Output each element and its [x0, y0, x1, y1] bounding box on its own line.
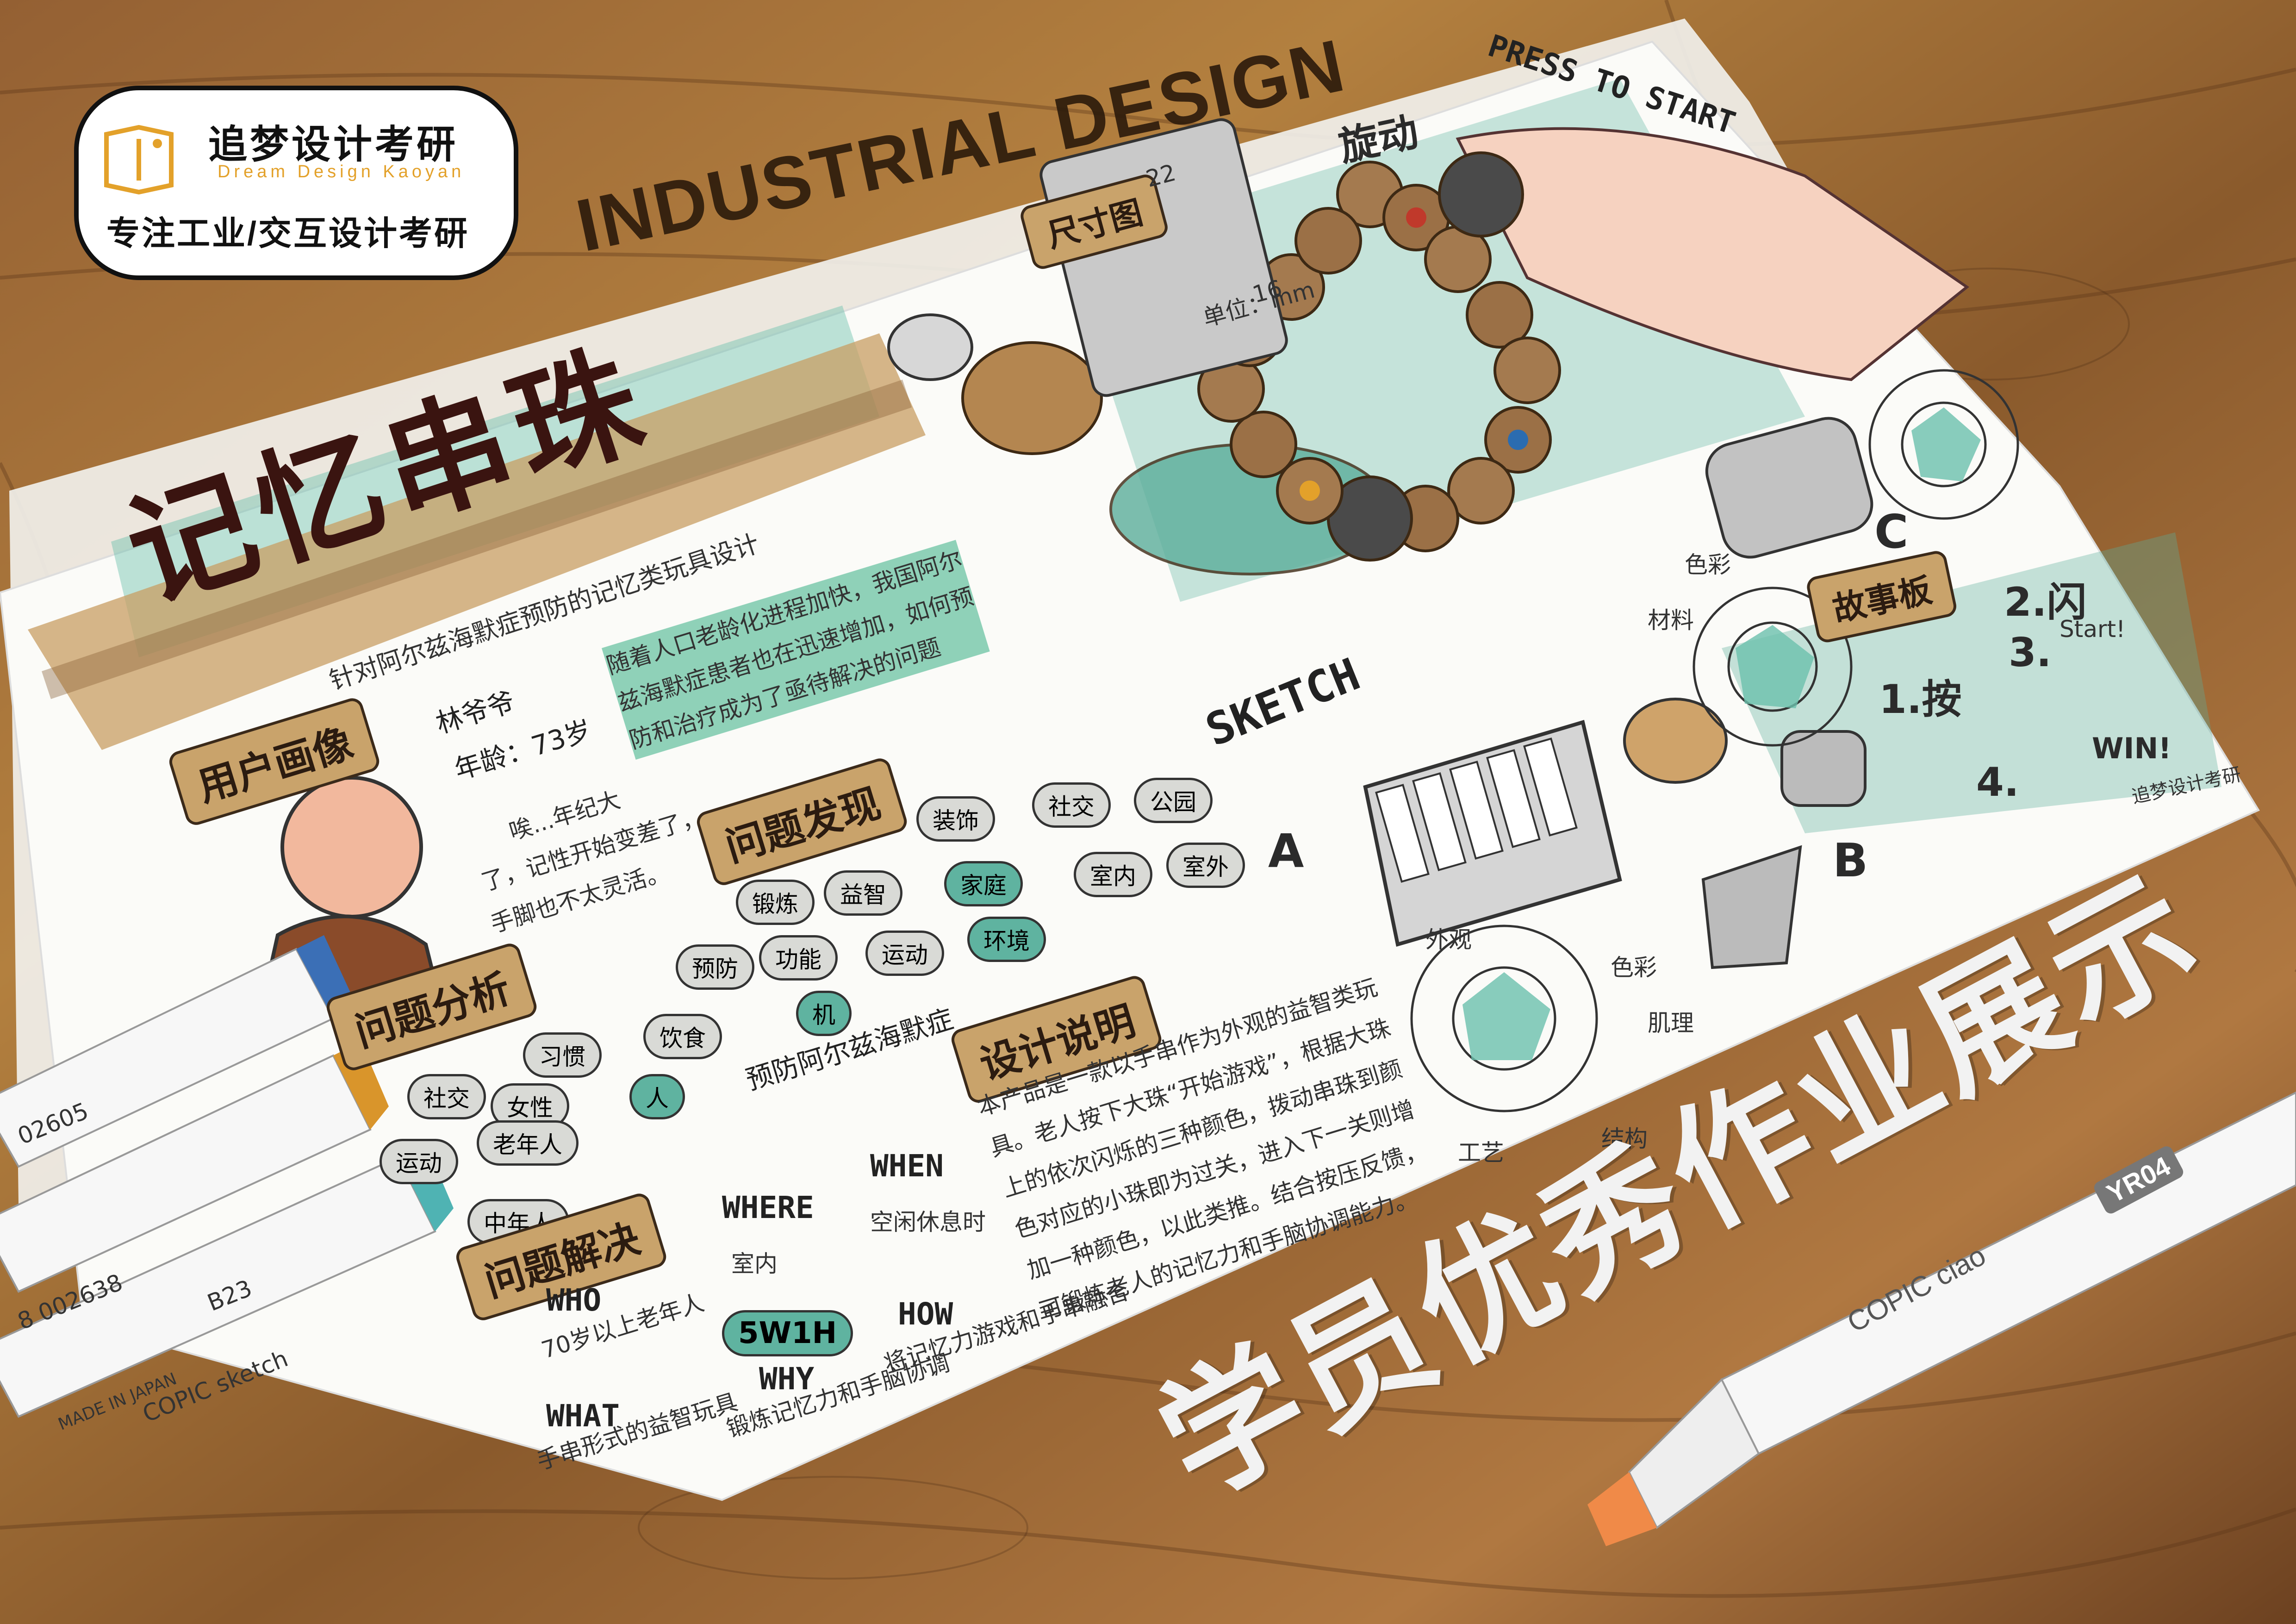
- brand-logo-icon: [104, 125, 174, 194]
- brand-speech-bubble: [74, 86, 518, 280]
- story-watermark: 追梦设计考研: [2130, 763, 2243, 808]
- analysis-node: 饮食: [643, 1014, 722, 1059]
- what-label: WHAT: [546, 1398, 620, 1434]
- 5w1h-badge: 5W1H: [722, 1310, 853, 1356]
- where-value: 室内: [731, 1250, 778, 1277]
- analysis-node: 益智: [824, 870, 902, 916]
- analysis-node: 环境: [967, 917, 1046, 962]
- why-label: WHY: [759, 1361, 815, 1397]
- story-start: Start!: [2060, 616, 2126, 643]
- analysis-node: 室内: [1074, 852, 1152, 897]
- rotate-label: 旋动: [1335, 108, 1423, 171]
- analysis-node: 功能: [759, 935, 838, 981]
- size-chart-label: 尺寸图: [1018, 172, 1170, 272]
- variant-a-label: A: [1268, 824, 1304, 878]
- analysis-node: 锻炼: [736, 880, 815, 925]
- radar-label: 结构: [1601, 1125, 1648, 1152]
- sketch-label: SKETCH: [1199, 648, 1367, 756]
- when-label: WHEN: [870, 1148, 944, 1184]
- radar-label: 色彩: [1685, 551, 1731, 578]
- radar-label: 材料: [1648, 607, 1694, 634]
- story-step-3: 3.: [2009, 630, 2052, 676]
- when-value: 空闲休息时: [870, 1209, 986, 1236]
- brand-name-cn: 追梦设计考研: [208, 123, 459, 166]
- analysis-node: 公园: [1134, 778, 1213, 823]
- who-label: WHO: [546, 1282, 602, 1318]
- brand-tagline: 专注工业/交互设计考研: [106, 215, 470, 252]
- analysis-node: 预防: [676, 944, 754, 990]
- story-step-2: 2.闪: [2004, 579, 2087, 625]
- analysis-node: 习惯: [523, 1032, 602, 1078]
- radar-label: 肌理: [1648, 1010, 1694, 1037]
- user-profile-heading: 用户画像: [167, 695, 382, 828]
- variant-b-label: B: [1833, 833, 1868, 887]
- brand-name-en: Dream Design Kaoyan: [218, 162, 465, 181]
- analysis-node: 装饰: [916, 796, 995, 842]
- story-board-heading: 故事板: [1805, 549, 1959, 644]
- variant-c-label: C: [1874, 505, 1909, 559]
- radar-label: 色彩: [1611, 954, 1657, 981]
- analysis-node: 运动: [380, 1139, 458, 1184]
- analysis-node: 社交: [1032, 782, 1111, 828]
- analysis-node: 机: [796, 991, 852, 1036]
- radar-label: 工艺: [1458, 1139, 1504, 1166]
- size-value-1: 22: [1143, 159, 1179, 193]
- radar-label: 外观: [1425, 926, 1472, 953]
- story-win: WIN!: [2092, 731, 2172, 765]
- problem-discovery-heading: 问题发现: [694, 756, 910, 888]
- story-step-4: 4.: [1976, 759, 2019, 806]
- how-label: HOW: [898, 1296, 953, 1332]
- user-name: 林爷爷: [432, 686, 519, 740]
- story-step-1: 1.按: [1879, 676, 1962, 723]
- analysis-node: 社交: [407, 1074, 486, 1119]
- where-label: WHERE: [722, 1190, 814, 1225]
- analysis-node: 运动: [865, 931, 944, 976]
- analysis-node: 人: [629, 1074, 685, 1119]
- press-to-start-label: PRESS TO START: [1484, 28, 1740, 142]
- analysis-node: 老年人: [477, 1120, 579, 1166]
- analysis-node: 室外: [1166, 843, 1245, 888]
- analysis-node: 家庭: [944, 861, 1023, 906]
- problem-analysis-heading: 问题分析: [324, 941, 540, 1073]
